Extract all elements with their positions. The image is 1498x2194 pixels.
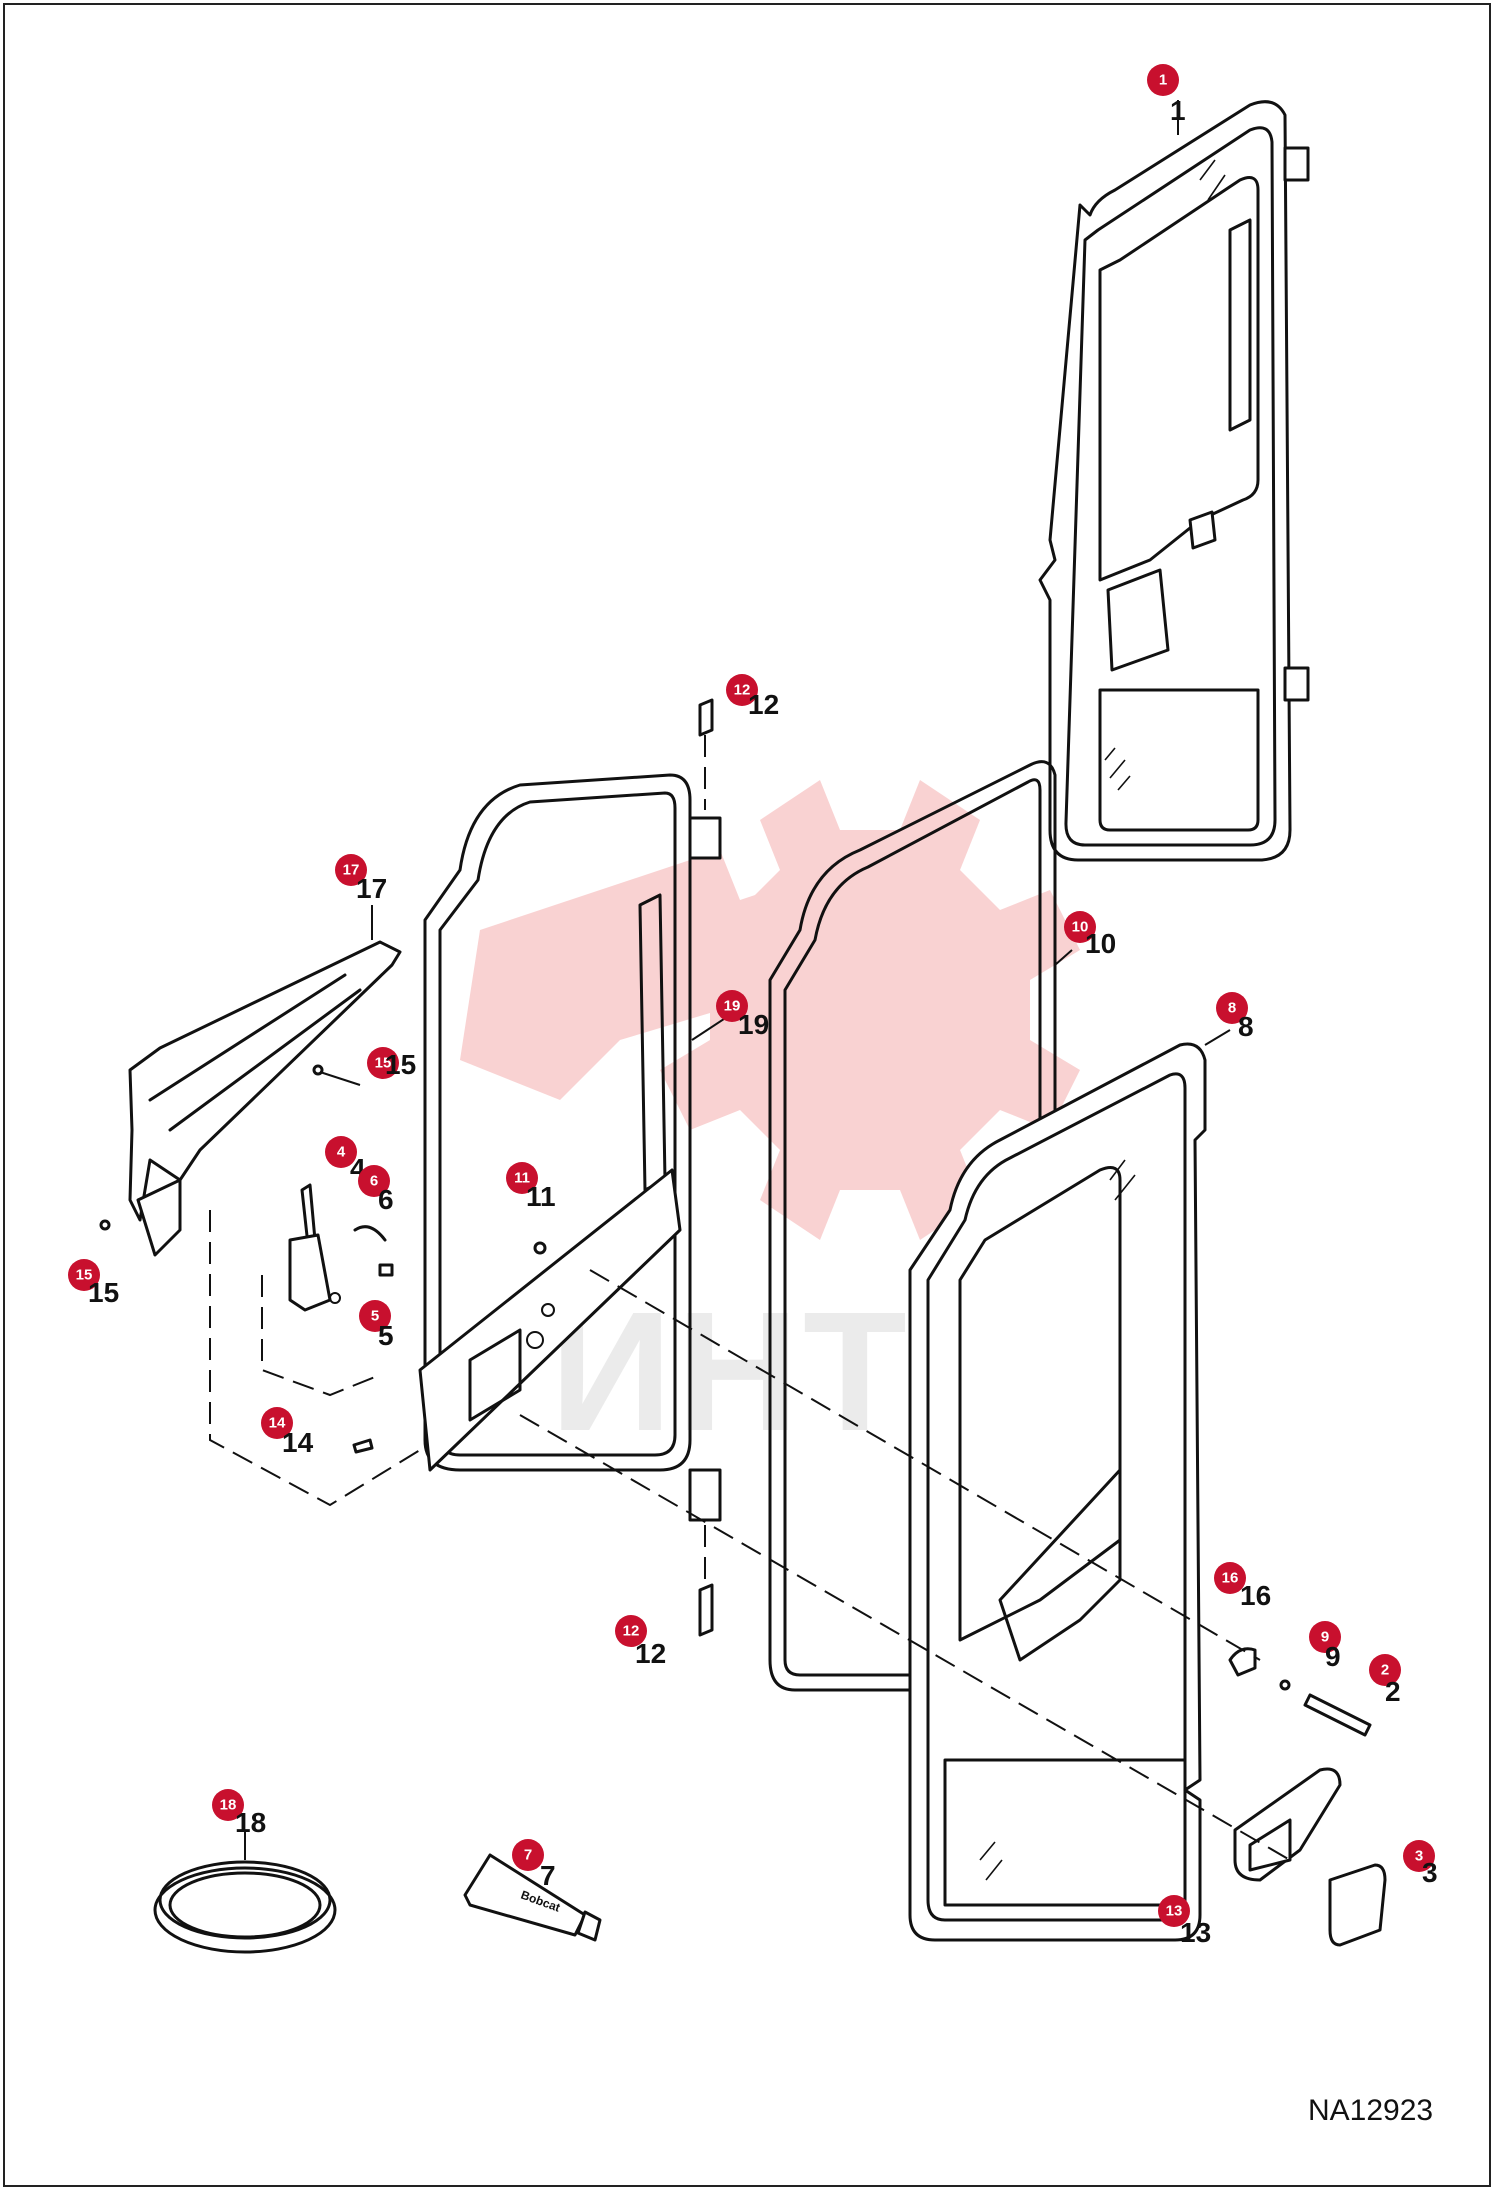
callout-17-badge: 17 xyxy=(335,854,367,886)
callout-15-label-lower: 15 xyxy=(88,1277,119,1308)
callout-8-badge: 8 xyxy=(1216,992,1248,1024)
callout-4-badge: 4 xyxy=(325,1136,357,1168)
part-9-washer xyxy=(1279,1679,1291,1691)
callout-12-badge-upper: 12 xyxy=(726,674,758,706)
part-1-door-assembly xyxy=(1038,100,1310,862)
svg-text:2: 2 xyxy=(1381,1662,1389,1679)
callout-10-label: 10 xyxy=(1085,928,1116,959)
part-15-nut-lower xyxy=(99,1219,111,1231)
callout-9-badge: 9 xyxy=(1309,1621,1341,1653)
callout-15-badge-upper: 15 xyxy=(367,1047,399,1079)
callout-12-badge-lower: 12 xyxy=(615,1615,647,1647)
svg-text:11: 11 xyxy=(514,1170,530,1187)
callout-12-label-upper: 12 xyxy=(748,689,779,720)
callout-18-badge: 18 xyxy=(212,1789,244,1821)
callout-11-label: 11 xyxy=(526,1181,556,1212)
callout-15-label-upper: 15 xyxy=(385,1049,416,1080)
callout-14-badge: 14 xyxy=(261,1407,293,1439)
callouts: 1 1 12 12 17 17 10 10 19 19 8 8 15 15 4 … xyxy=(68,64,1438,1948)
callout-13-label: 13 xyxy=(1180,1917,1211,1948)
part-3-handle xyxy=(1328,1863,1387,1947)
callout-17-label: 17 xyxy=(356,873,387,904)
part-11-nut xyxy=(533,1241,547,1255)
svg-text:12: 12 xyxy=(734,682,751,699)
callout-16-badge: 16 xyxy=(1214,1562,1246,1594)
part-2-pin xyxy=(1303,1693,1372,1737)
callout-1-label: 1 xyxy=(1170,95,1186,126)
callout-13-badge: 13 xyxy=(1158,1895,1190,1927)
drawing-number: NA12923 xyxy=(1308,2094,1434,2127)
svg-text:18: 18 xyxy=(220,1797,237,1814)
svg-text:5: 5 xyxy=(371,1308,379,1325)
callout-5-label: 5 xyxy=(378,1320,394,1351)
callout-2-badge: 2 xyxy=(1369,1654,1401,1686)
part-14-bolt xyxy=(352,1438,374,1454)
svg-text:10: 10 xyxy=(1072,919,1089,936)
callout-8-label: 8 xyxy=(1238,1011,1254,1042)
svg-text:6: 6 xyxy=(370,1173,378,1190)
part-16-ring xyxy=(1228,1647,1257,1677)
callout-2-label: 2 xyxy=(1385,1676,1401,1707)
svg-text:8: 8 xyxy=(1228,1000,1236,1017)
callout-6-label: 6 xyxy=(378,1184,394,1215)
callout-9-label: 9 xyxy=(1325,1641,1341,1672)
svg-text:4: 4 xyxy=(337,1144,346,1161)
part-19-door-frame xyxy=(418,698,731,1637)
callout-3-label: 3 xyxy=(1422,1857,1438,1888)
svg-text:15: 15 xyxy=(76,1267,93,1284)
callout-14-label: 14 xyxy=(282,1427,314,1458)
svg-text:7: 7 xyxy=(524,1847,532,1864)
handle-parts-right xyxy=(1228,1647,1387,1947)
part-7-tube: Bobcat xyxy=(463,1853,602,1942)
callout-15-badge-lower: 15 xyxy=(68,1259,100,1291)
callout-12-label-lower: 12 xyxy=(635,1638,666,1669)
callout-10-pointer xyxy=(1054,949,1073,966)
callout-19-badge: 19 xyxy=(716,990,748,1022)
parts-4-5-6-latch xyxy=(288,1183,394,1312)
callout-19-label: 19 xyxy=(738,1009,769,1040)
callout-3-badge: 3 xyxy=(1403,1840,1435,1872)
part-18-seal-roll xyxy=(153,1830,337,1954)
callout-7-badge: 7 xyxy=(512,1839,544,1871)
callout-18-label: 18 xyxy=(235,1807,266,1838)
callout-6-badge: 6 xyxy=(358,1165,390,1197)
svg-text:9: 9 xyxy=(1321,1629,1329,1646)
part-8-door-panel xyxy=(908,1029,1231,1942)
assembly-leaders xyxy=(209,1210,1291,1861)
callout-7-label: 7 xyxy=(540,1860,556,1891)
callout-10-badge: 10 xyxy=(1064,911,1096,943)
callout-11-badge: 11 xyxy=(506,1162,538,1194)
callout-8-pointer xyxy=(1204,1029,1231,1046)
svg-text:3: 3 xyxy=(1415,1848,1423,1865)
fasteners xyxy=(99,1064,547,1454)
svg-text:17: 17 xyxy=(343,862,360,879)
svg-text:15: 15 xyxy=(375,1055,392,1072)
svg-text:1: 1 xyxy=(1159,72,1167,89)
svg-text:13: 13 xyxy=(1166,1903,1183,1920)
svg-text:19: 19 xyxy=(724,998,741,1015)
svg-text:14: 14 xyxy=(269,1415,286,1432)
svg-text:12: 12 xyxy=(623,1623,640,1640)
callout-5-badge: 5 xyxy=(359,1300,391,1332)
svg-text:16: 16 xyxy=(1222,1570,1239,1587)
callout-16-label: 16 xyxy=(1240,1580,1271,1611)
sheet-border xyxy=(3,3,1491,2187)
part-17-arm xyxy=(128,905,402,1257)
callout-1-badge: 1 xyxy=(1147,64,1179,96)
